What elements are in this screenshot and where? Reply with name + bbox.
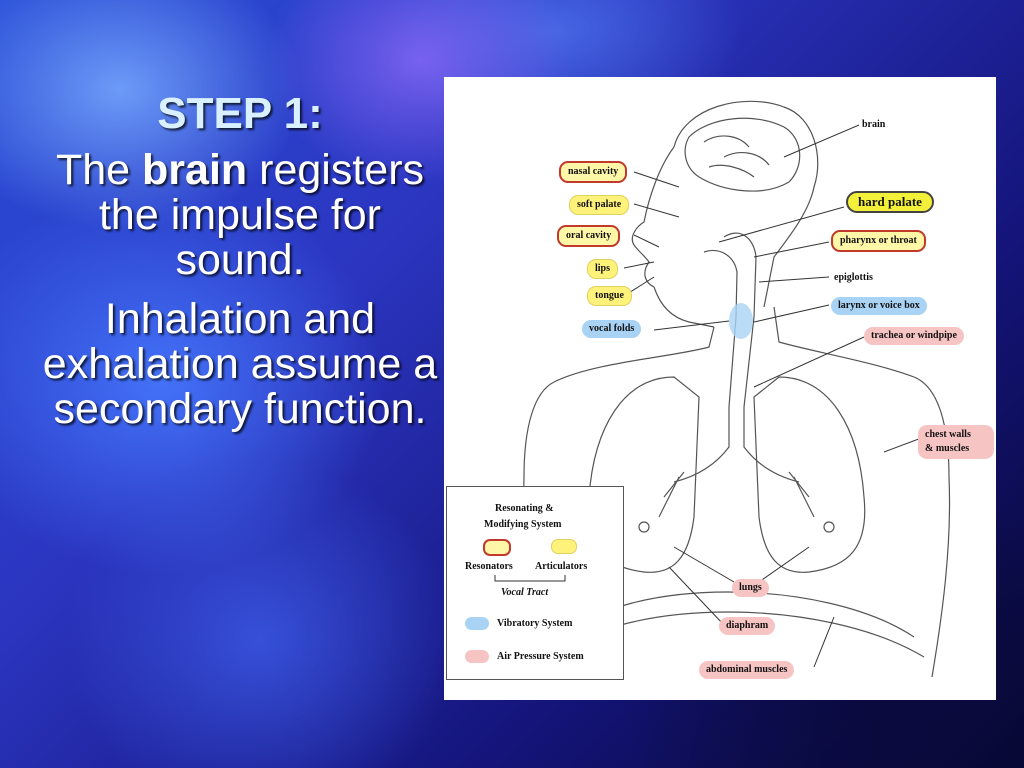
legend-vocal-tract: Vocal Tract <box>501 587 549 598</box>
paragraph-inhalation: Inhalation and exhalation assume a secon… <box>42 295 438 433</box>
legend-articulators: Articulators <box>535 561 588 572</box>
resonators-swatch <box>483 539 511 556</box>
label-abdominal-muscles: abdominal muscles <box>699 661 795 679</box>
vocal-tract-bracket <box>494 575 566 582</box>
label-hard-palate: hard palate <box>846 191 934 213</box>
vibratory-swatch <box>465 617 489 630</box>
legend-title-line2: Modifying System <box>484 519 562 530</box>
label-diaphram: diaphram <box>719 617 776 635</box>
paragraph-brain: The brain registers the impulse for soun… <box>40 148 440 283</box>
anatomy-diagram: brain nasal cavity soft palate oral cavi… <box>444 77 996 700</box>
label-larynx: larynx or voice box <box>831 297 927 315</box>
label-pharynx: pharynx or throat <box>831 230 926 252</box>
step-title: STEP 1: <box>157 89 323 138</box>
label-brain: brain <box>862 119 886 130</box>
slide-text: STEP 1: The brain registers the impulse … <box>40 88 440 432</box>
label-lips: lips <box>587 259 619 279</box>
legend-resonators: Resonators <box>465 561 513 572</box>
chest-walls-line1: chest walls <box>925 429 971 440</box>
legend-box: Resonating & Modifying System Resonators… <box>446 486 624 680</box>
chest-walls-line2: & muscles <box>925 443 970 454</box>
air-pressure-swatch <box>465 650 489 663</box>
label-epiglottis: epiglottis <box>834 272 873 283</box>
legend-title-line1: Resonating & <box>495 503 554 514</box>
label-lungs: lungs <box>732 579 769 597</box>
label-chest-walls: chest walls & muscles <box>918 425 994 459</box>
para-brain-bold: brain <box>142 146 248 194</box>
legend-air-pressure: Air Pressure System <box>497 651 584 662</box>
articulators-swatch <box>551 539 577 554</box>
label-oral-cavity: oral cavity <box>557 225 621 247</box>
label-vocal-folds: vocal folds <box>582 320 642 338</box>
label-nasal-cavity: nasal cavity <box>559 161 628 183</box>
label-soft-palate: soft palate <box>569 195 630 215</box>
para-rest: registers the impulse for sound. <box>98 146 425 284</box>
label-trachea: trachea or windpipe <box>864 327 964 345</box>
para-the: The <box>55 146 131 194</box>
label-tongue: tongue <box>587 286 632 306</box>
legend-vibratory: Vibratory System <box>497 618 573 629</box>
